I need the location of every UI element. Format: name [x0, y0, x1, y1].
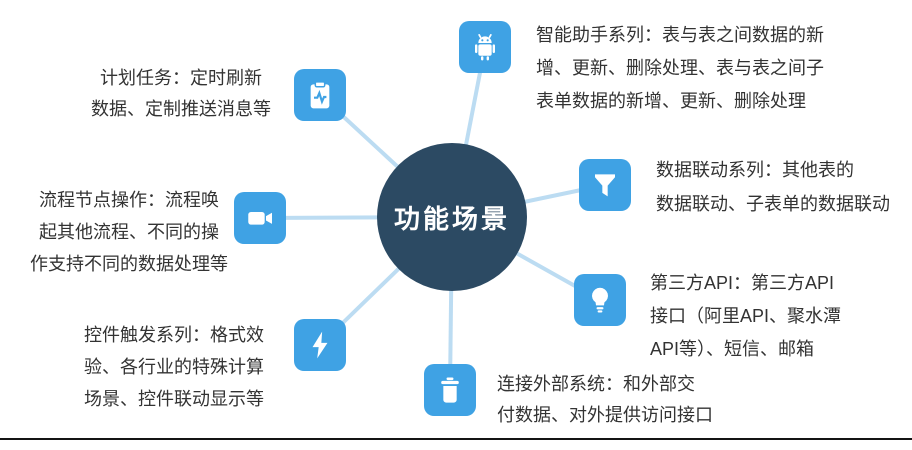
flow-node-ops-text: 流程节点操作：流程唤 起其他流程、不同的操 作支持不同的数据处理等	[30, 190, 228, 274]
smart-assistant-node	[459, 21, 511, 73]
center-node: 功能场景	[377, 143, 527, 291]
external-system-node	[424, 364, 476, 416]
android-icon	[469, 31, 501, 63]
third-party-api-node	[574, 274, 626, 326]
lightbulb-icon	[584, 284, 616, 316]
data-linkage-node	[579, 159, 631, 211]
video-camera-icon	[244, 202, 276, 234]
funnel-icon	[589, 169, 621, 201]
clipboard-pulse-icon	[304, 79, 336, 111]
scheduled-tasks-node	[294, 69, 346, 121]
scheduled-tasks-text: 计划任务：定时刷新 数据、定制推送消息等	[91, 68, 271, 119]
widget-trigger-text: 控件触发系列：格式效 验、各行业的特殊计算 场景、控件联动显示等	[84, 325, 264, 409]
trash-icon	[434, 374, 466, 406]
center-label: 功能场景	[393, 203, 510, 234]
smart-assistant-text: 智能助手系列：表与表之间数据的新 增、更新、删除处理、表与表之间子 表单数据的新…	[536, 25, 824, 111]
external-system-text: 连接外部系统：和外部交 付数据、对外提供访问接口	[497, 374, 713, 425]
data-linkage-text: 数据联动系列：其他表的 数据联动、子表单的数据联动	[656, 160, 890, 214]
flow-node-ops-node	[234, 192, 286, 244]
third-party-api-text: 第三方API：第三方API 接口（阿里API、聚水潭 API等）、短信、邮箱	[650, 273, 842, 359]
widget-trigger-node	[294, 319, 346, 371]
bottom-divider	[0, 438, 912, 440]
lightning-icon	[304, 329, 336, 361]
